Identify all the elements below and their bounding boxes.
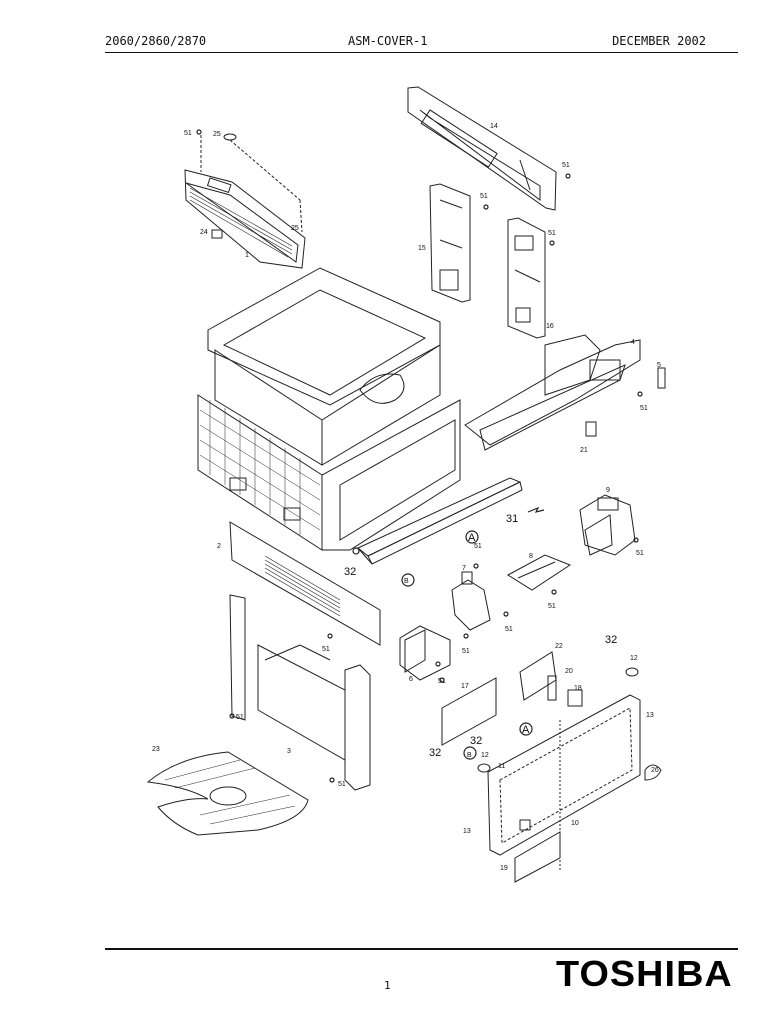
part-14-rear-bracket	[407, 86, 557, 211]
callout-25: 25	[291, 225, 299, 232]
callout-13: 13	[463, 828, 471, 835]
footer-rule	[105, 948, 738, 950]
callout-51: 51	[474, 543, 482, 550]
callout-1: 1	[245, 252, 249, 259]
callout-51: 51	[480, 193, 488, 200]
callout-12: 12	[630, 655, 638, 662]
callout-32: 32	[344, 566, 356, 578]
callout-22: 22	[555, 643, 563, 650]
part-19-plate	[514, 831, 561, 883]
callout-51: 51	[184, 130, 192, 137]
part-16-side-strip	[507, 217, 546, 339]
part-21-label	[585, 421, 597, 437]
callout-19: 19	[500, 865, 508, 872]
part-6-assembly	[399, 625, 451, 681]
part-20-strip	[547, 675, 557, 701]
callout-51: 51	[548, 230, 556, 237]
callout-24: 24	[200, 229, 208, 236]
part-12-clip-lower	[477, 763, 491, 773]
callout-51: 51	[462, 648, 470, 655]
callout-3: 3	[287, 748, 291, 755]
part-2-front-panel	[229, 521, 381, 646]
callout-7: 7	[462, 565, 466, 572]
part-4-inner-frame	[464, 334, 666, 451]
callout-B: B	[467, 752, 472, 759]
callout-14: 14	[490, 123, 498, 130]
part-22-label	[519, 651, 557, 701]
callout-15: 15	[418, 245, 426, 252]
callout-12: 12	[481, 752, 489, 759]
callout-51: 51	[505, 626, 513, 633]
callout-10: 10	[571, 820, 579, 827]
callout-6: 6	[409, 676, 413, 683]
callout-8: 8	[529, 553, 533, 560]
toshiba-logo: TOSHIBA	[556, 953, 733, 994]
page-header: 2060/2860/2870 ASM-COVER-1 DECEMBER 2002	[105, 34, 738, 52]
callout-11: 11	[498, 763, 505, 770]
callout-20: 20	[565, 668, 573, 675]
main-chassis-frame	[197, 267, 461, 551]
part-12-clip	[625, 667, 639, 677]
callout-A: A	[468, 532, 476, 544]
part-23-output-tray	[146, 751, 309, 836]
callout-51: 51	[640, 405, 648, 412]
callout-16: 16	[546, 323, 554, 330]
callout-51: 51	[562, 162, 570, 169]
callout-4: 4	[631, 339, 635, 346]
callout-51: 51	[548, 603, 556, 610]
part-18-label	[567, 689, 583, 707]
callout-26: 26	[651, 767, 659, 774]
callout-5: 5	[657, 362, 661, 369]
callout-51: 51	[438, 678, 446, 685]
callout-32: 32	[470, 735, 482, 747]
part-3-inner-frame	[229, 594, 371, 791]
callout-31: 31	[506, 513, 518, 525]
part-7-assembly	[451, 571, 491, 631]
callout-25: 25	[213, 131, 221, 138]
part-1-upper-cover	[184, 133, 306, 269]
callout-21: 21	[580, 447, 588, 454]
part-8-bracket	[507, 554, 572, 591]
callout-9: 9	[606, 487, 610, 494]
header-models: 2060/2860/2870	[105, 34, 207, 48]
callout-A: A	[522, 724, 530, 736]
screw-markers	[196, 129, 643, 783]
callout-B: B	[404, 578, 409, 585]
callout-17: 17	[461, 683, 469, 690]
part-10-lower-cover	[487, 694, 662, 870]
part-31-rail	[357, 477, 545, 565]
callout-51: 51	[236, 714, 244, 721]
part-15-side-strip	[429, 183, 471, 303]
part-17-label	[441, 677, 497, 746]
callout-32: 32	[429, 747, 441, 759]
callout-18: 18	[574, 685, 582, 692]
callout-51: 51	[322, 646, 330, 653]
callout-51: 51	[338, 781, 346, 788]
callout-13: 13	[646, 712, 654, 719]
callout-23: 23	[152, 746, 160, 753]
header-date: DECEMBER 2002	[612, 34, 706, 48]
callout-51: 51	[636, 550, 644, 557]
page-number: 1	[384, 979, 391, 992]
part-9-assembly	[579, 494, 636, 556]
callout-32: 32	[605, 634, 617, 646]
callout-2: 2	[217, 543, 221, 550]
header-rule	[105, 52, 738, 53]
header-section: ASM-COVER-1	[348, 34, 428, 48]
